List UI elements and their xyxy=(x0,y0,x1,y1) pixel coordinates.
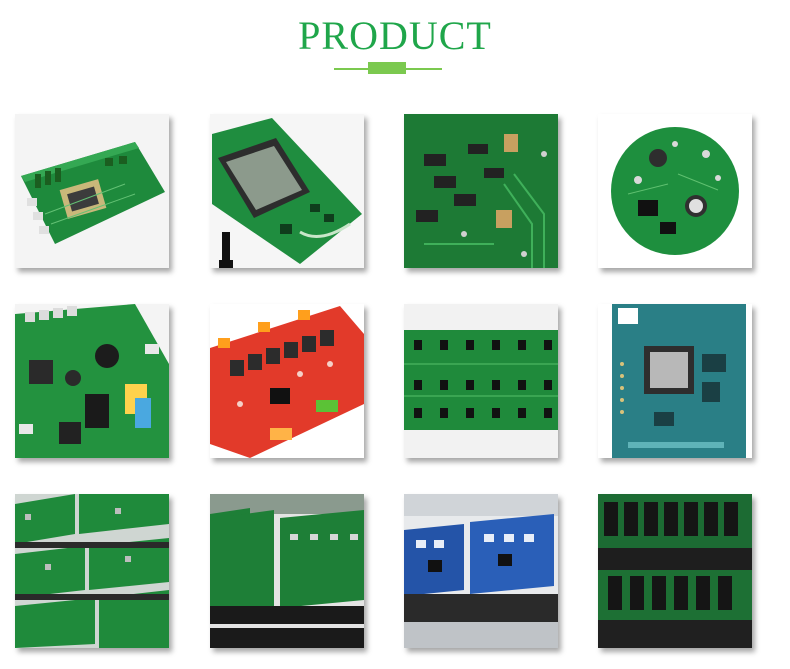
product-image-panel-strip[interactable] xyxy=(404,304,558,458)
pcb-controller-board-icon xyxy=(15,114,169,268)
product-image-black-connectors[interactable] xyxy=(598,494,752,648)
product-image-rack-green[interactable] xyxy=(15,494,169,648)
product-image-blue-boards[interactable] xyxy=(404,494,558,648)
pcb-black-connectors-icon xyxy=(598,494,752,648)
pcb-power-relay-board-icon xyxy=(15,304,169,458)
pcb-rack-slanted-icon xyxy=(210,494,364,648)
page-title: PRODUCT xyxy=(298,13,492,58)
pcb-red-relay-board-icon xyxy=(210,304,364,458)
product-image-controller[interactable] xyxy=(15,114,169,268)
product-image-rack-slanted[interactable] xyxy=(210,494,364,648)
product-image-lcd-board[interactable] xyxy=(210,114,364,268)
product-image-red-relay-board[interactable] xyxy=(210,304,364,458)
pcb-lcd-display-board-icon xyxy=(210,114,364,268)
product-image-round-board[interactable] xyxy=(598,114,752,268)
product-image-component-closeup[interactable] xyxy=(404,114,558,268)
pcb-rack-green-icon xyxy=(15,494,169,648)
product-image-ai-module[interactable] xyxy=(598,304,752,458)
pcb-round-board-icon xyxy=(598,114,752,268)
title-accent-block xyxy=(368,62,406,74)
product-image-power-board[interactable] xyxy=(15,304,169,458)
pcb-panel-strip-icon xyxy=(404,304,558,458)
pcb-blue-boards-icon xyxy=(404,494,558,648)
pcb-ai-module-icon xyxy=(598,304,752,458)
pcb-closeup-components-icon xyxy=(404,114,558,268)
